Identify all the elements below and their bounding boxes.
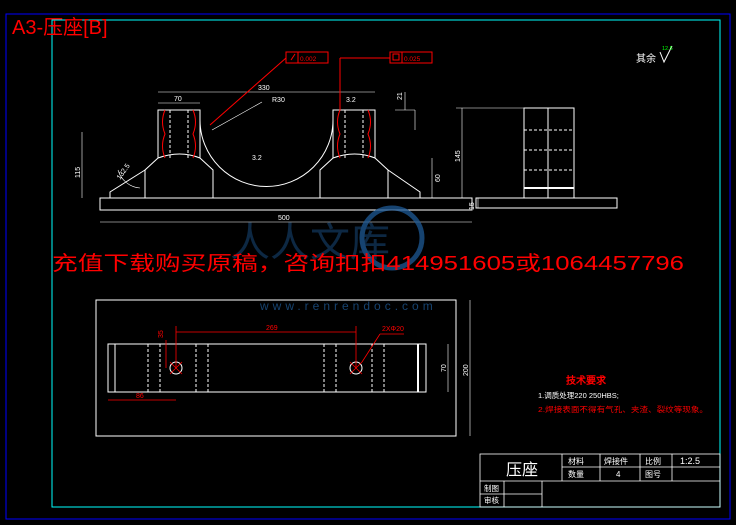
title-checked-label: 审核 xyxy=(484,495,499,505)
tech-item-1: 1.调质处理220 250HBS; xyxy=(538,390,619,400)
dim-left-top: 70 xyxy=(174,96,182,103)
surface-finish: 其余 12.5 xyxy=(636,45,673,65)
top-dim-callout: 2XΦ20 xyxy=(382,326,404,333)
watermark: 人人文库 www.renrendoc.com xyxy=(230,205,437,313)
tolerance-right: 0.025 xyxy=(404,56,421,63)
tolerance-left: 0.002 xyxy=(300,56,317,63)
title-part-name: 压座 xyxy=(506,461,538,479)
dim-top-right: 21 xyxy=(397,92,404,100)
left-block xyxy=(144,109,214,198)
watermark-logo-text: 人人文库 xyxy=(230,221,390,265)
dim-overall-top: 330 xyxy=(258,85,270,92)
side-view xyxy=(456,107,618,209)
top-view xyxy=(95,299,471,437)
outer-border xyxy=(5,13,731,520)
side-dim-base: 15 xyxy=(469,202,476,210)
side-dim-height: 145 xyxy=(455,150,462,162)
top-dim-outer-width: 200 xyxy=(463,364,470,376)
dim-radius: R30 xyxy=(272,97,285,104)
title-scale-label: 比例 xyxy=(645,456,661,466)
saddle-arc xyxy=(199,119,334,187)
title-scale-value: 1:2.5 xyxy=(680,456,700,466)
tolerance-frames xyxy=(209,51,433,126)
dim-height-right: 60 xyxy=(435,174,442,182)
title-drawn-label: 制图 xyxy=(484,483,499,493)
dim-small: 3.2 xyxy=(346,97,356,104)
top-dim-offset: 35 xyxy=(158,330,165,338)
top-dim-spacing: 269 xyxy=(266,325,278,332)
dim-height-left: 115 xyxy=(75,167,82,178)
title-drawing-no-label: 图号 xyxy=(645,470,661,479)
watermark-logo-icon xyxy=(359,205,425,271)
front-view xyxy=(99,109,473,211)
base-plate xyxy=(99,197,473,211)
dim-overall-width: 500 xyxy=(278,215,290,222)
top-dim-depth: 86 xyxy=(136,393,144,400)
tech-item-2: 2.焊接表面不得有气孔、夹渣、裂纹等现象。 xyxy=(538,404,708,414)
title-material-label: 材料 xyxy=(568,456,584,466)
right-block xyxy=(319,109,389,198)
watermark-promo: 充值下载购买原稿，咨询扣扣414951605或1064457796 xyxy=(52,252,684,275)
inner-border xyxy=(51,19,721,508)
title-qty-value: 4 xyxy=(616,470,621,479)
sheet-title: A3-压座[B] xyxy=(12,16,108,39)
title-qty-label: 数量 xyxy=(568,469,584,479)
svg-text:12.5: 12.5 xyxy=(662,46,673,52)
title-material-value: 焊接件 xyxy=(604,456,628,466)
tech-requirements: 技术要求 1.调质处理220 250HBS; 2.焊接表面不得有气孔、夹渣、裂纹… xyxy=(538,374,708,414)
dim-angle: 132.5 xyxy=(116,163,132,181)
title-block xyxy=(479,453,721,508)
tech-title: 技术要求 xyxy=(566,374,607,387)
top-dim-inner-width: 70 xyxy=(441,364,448,372)
watermark-site: www.renrendoc.com xyxy=(259,299,437,313)
svg-text:其余: 其余 xyxy=(636,52,656,65)
dim-groove: 3.2 xyxy=(252,155,262,162)
